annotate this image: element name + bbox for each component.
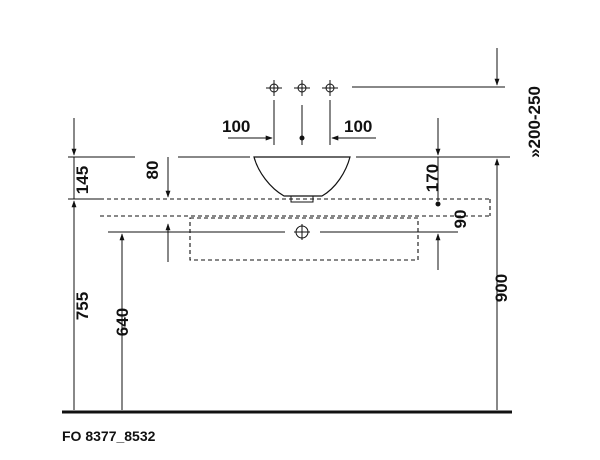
- svg-text:90: 90: [451, 210, 470, 229]
- dim-90: 90: [435, 210, 470, 270]
- vanity-outline: [189, 217, 419, 261]
- basin-bowl: [253, 156, 351, 203]
- dim-145: 145: [71, 118, 92, 199]
- svg-text:80: 80: [143, 161, 162, 180]
- dim-80: 80: [143, 157, 171, 198]
- dim-900: 900: [492, 158, 511, 410]
- tap-spacing-right-label: 100: [344, 117, 372, 136]
- svg-text:755: 755: [73, 292, 92, 320]
- svg-text:145: 145: [73, 166, 92, 194]
- tap-holes: [266, 80, 338, 96]
- tap-spacing-dimension: 100 100: [222, 100, 376, 145]
- dim-170: 170: [423, 118, 442, 207]
- tap-height-range-label: »200-250: [525, 86, 544, 158]
- tap-spacing-left-label: 100: [222, 117, 250, 136]
- reference-code: FO 8377_8532: [62, 428, 156, 444]
- waste-outlet: [294, 224, 310, 240]
- dim-640: 640: [113, 223, 171, 410]
- svg-text:640: 640: [113, 308, 132, 336]
- dim-755: 755: [71, 200, 92, 410]
- svg-text:170: 170: [423, 164, 442, 192]
- svg-text:900: 900: [492, 274, 511, 302]
